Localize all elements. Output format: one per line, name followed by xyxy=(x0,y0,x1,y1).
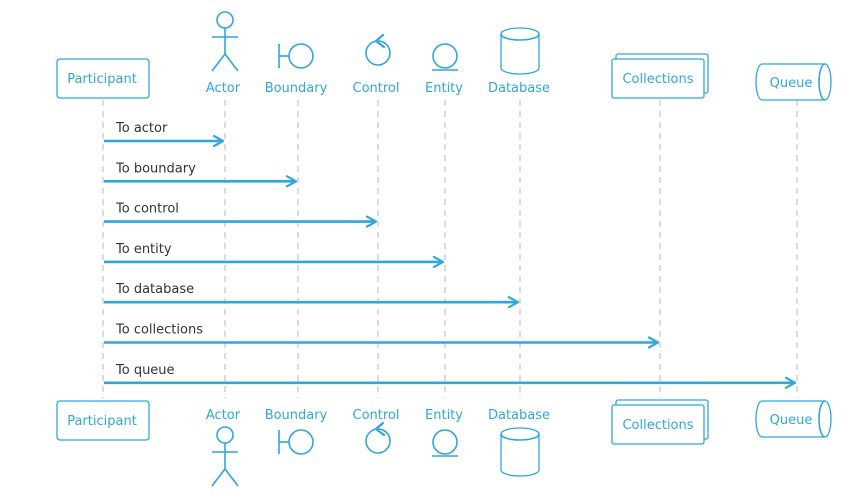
collections-box xyxy=(611,58,705,99)
control-label: Control xyxy=(353,81,400,96)
actor-label: Actor xyxy=(206,81,241,96)
participant-boundary-bottom: Boundary xyxy=(265,408,328,455)
participant-label: Participant xyxy=(67,414,137,429)
entity-label: Entity xyxy=(425,408,463,423)
boundary-label: Boundary xyxy=(265,81,328,96)
boundary-label: Boundary xyxy=(265,408,328,423)
participant-box xyxy=(56,58,150,99)
participant-collections-top: Collections xyxy=(611,53,709,99)
arrow-head xyxy=(212,134,225,148)
control-label: Control xyxy=(353,408,400,423)
entity-label: Entity xyxy=(425,81,463,96)
arrow-head xyxy=(784,376,797,389)
message-actor: To actor xyxy=(104,121,225,148)
collections-label: Collections xyxy=(622,72,693,87)
arrow-head xyxy=(507,296,520,309)
arrow-head xyxy=(365,215,378,228)
participant-database-bottom: Database xyxy=(488,408,550,477)
participant-control-bottom: Control xyxy=(353,408,400,454)
queue-icon xyxy=(755,400,832,438)
message-entity: To entity xyxy=(104,242,445,268)
participant-label: Participant xyxy=(67,72,137,87)
message-label: To boundary xyxy=(115,161,196,176)
message-label: To queue xyxy=(115,363,175,378)
arrow-head xyxy=(647,336,660,349)
database-label: Database xyxy=(488,81,550,96)
message-label: To entity xyxy=(115,242,172,257)
collections-box xyxy=(611,404,705,445)
participant-queue-bottom: Queue xyxy=(755,400,832,438)
participant-entity-bottom: Entity xyxy=(425,408,463,457)
boundary-icon xyxy=(278,429,314,455)
collections-label: Collections xyxy=(622,418,693,433)
lifelines xyxy=(102,100,798,398)
control-icon xyxy=(365,421,391,454)
participant-heads-bottom: Participant Actor Boundary Control Entity Dat… xyxy=(56,399,832,487)
participant-boundary-top: Boundary xyxy=(265,43,328,96)
arrow-head xyxy=(285,175,298,188)
participant-collections-bottom: Collections xyxy=(611,399,709,445)
boundary-icon xyxy=(278,43,314,69)
message-boundary: To boundary xyxy=(104,161,298,188)
participant-box xyxy=(56,400,150,441)
database-icon xyxy=(500,27,540,75)
database-label: Database xyxy=(488,408,550,423)
participant-entity-top: Entity xyxy=(425,43,463,96)
message-label: To collections xyxy=(115,323,203,338)
participant-participant-top: Participant xyxy=(56,58,150,99)
participant-queue-top: Queue xyxy=(755,63,832,101)
queue-label: Queue xyxy=(770,413,813,428)
message-control: To control xyxy=(104,202,378,228)
message-label: To database xyxy=(115,282,194,297)
entity-icon xyxy=(432,43,458,71)
participant-actor-top: Actor xyxy=(206,11,241,96)
database-icon xyxy=(500,427,540,477)
actor-icon xyxy=(211,426,239,487)
message-collections: To collections xyxy=(104,323,660,349)
participant-control-top: Control xyxy=(353,33,400,96)
arrow-head xyxy=(432,255,445,268)
actor-icon xyxy=(211,11,239,72)
queue-icon xyxy=(755,63,832,101)
message-label: To actor xyxy=(115,121,168,136)
participant-actor-bottom: Actor xyxy=(206,408,241,487)
actor-label: Actor xyxy=(206,408,241,423)
message-queue: To queue xyxy=(104,363,797,389)
participant-database-top: Database xyxy=(488,27,550,96)
message-label: To control xyxy=(115,202,179,217)
queue-label: Queue xyxy=(770,76,813,91)
participant-participant-bottom: Participant xyxy=(56,400,150,441)
message-database: To database xyxy=(104,282,520,309)
messages: To actor To boundary To control To entityTo… xyxy=(104,121,797,389)
control-icon xyxy=(365,33,391,66)
entity-icon xyxy=(432,429,458,457)
